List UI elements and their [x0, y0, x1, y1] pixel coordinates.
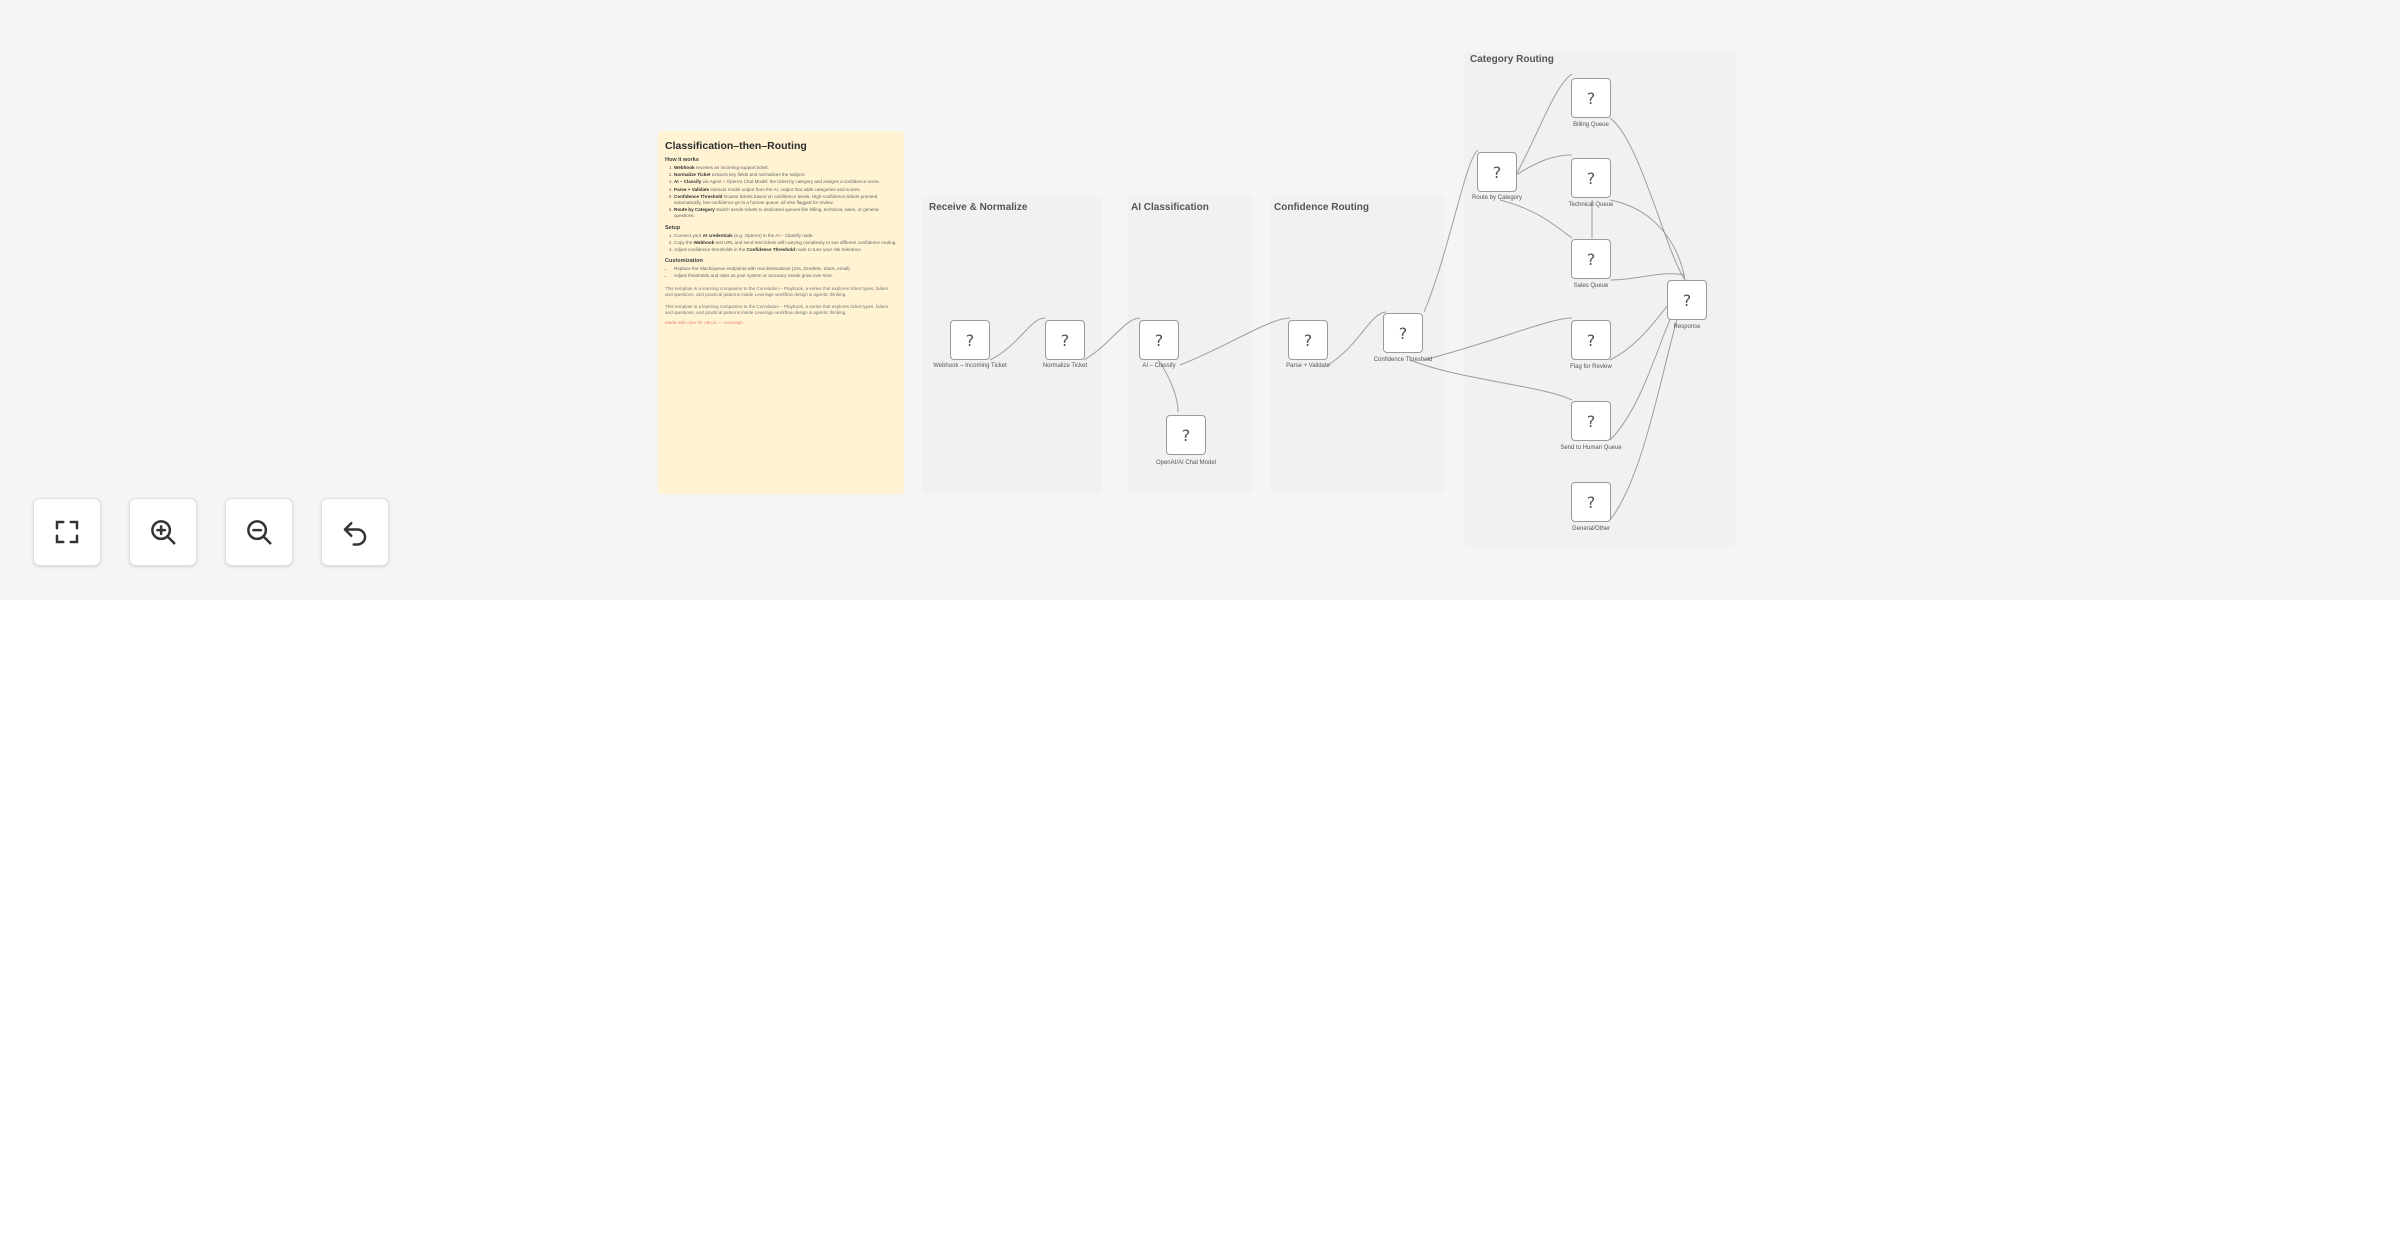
node-ai-classify[interactable]: ?	[1139, 320, 1179, 360]
node-general-other[interactable]: ?	[1571, 482, 1611, 522]
unknown-node-icon: ?	[1181, 425, 1191, 445]
node-human-label: Send to Human Queue	[1560, 445, 1622, 451]
node-chat-model[interactable]: ?	[1166, 415, 1206, 455]
note-how-item: Webhook receives an incoming support tic…	[674, 165, 897, 171]
note-paragraph: This template is a learning companion to…	[665, 285, 889, 297]
node-response[interactable]: ?	[1667, 280, 1707, 320]
node-normalize-label: Normalize Ticket	[1042, 363, 1088, 369]
note-custom-heading: Customization	[665, 258, 703, 265]
note-how-item: Confidence Threshold Routes tickets base…	[674, 194, 897, 206]
group-category-label: Category Routing	[1470, 54, 1554, 65]
unknown-node-icon: ?	[1586, 492, 1596, 512]
undo-icon	[343, 522, 367, 546]
node-parse-validate[interactable]: ?	[1288, 320, 1328, 360]
note-how-item: AI – Classify via Agent + OpenAI Chat Mo…	[674, 179, 897, 185]
node-general-label: General/Other	[1571, 526, 1611, 532]
node-webhook-label: Webhook – Incoming Ticket	[933, 363, 1007, 369]
node-sales-label: Sales Queue	[1573, 283, 1609, 289]
group-confidence-label: Confidence Routing	[1274, 202, 1369, 213]
unknown-node-icon: ?	[1398, 323, 1408, 343]
note-setup-item: Copy the Webhook test URL and send test …	[674, 240, 897, 246]
node-parse-label: Parse + Validate	[1286, 363, 1330, 369]
unknown-node-icon: ?	[1682, 290, 1692, 310]
note-setup-heading: Setup	[665, 224, 681, 231]
node-billing-queue[interactable]: ?	[1571, 78, 1611, 118]
unknown-node-icon: ?	[1154, 330, 1164, 350]
unknown-node-icon: ?	[1586, 411, 1596, 431]
unknown-node-icon: ?	[1586, 330, 1596, 350]
note-how-heading: How it works	[665, 157, 699, 163]
node-sales-queue[interactable]: ?	[1571, 239, 1611, 279]
zoom-in-button[interactable]	[129, 498, 197, 566]
workflow-canvas[interactable]: Classification–then–Routing How it works…	[0, 0, 2400, 600]
node-billing-label: Billing Queue	[1573, 122, 1609, 128]
node-ai-classify-label: AI – Classify	[1142, 363, 1176, 369]
note-setup-list: Connect your AI credentials (e.g. OpenAI…	[665, 233, 897, 254]
node-human-queue[interactable]: ?	[1571, 401, 1611, 441]
unknown-node-icon: ?	[1586, 249, 1596, 269]
unknown-node-icon: ?	[965, 330, 975, 350]
zoom-in-icon	[151, 520, 176, 545]
note-how-item: Parse + Validate extracts model output f…	[674, 187, 897, 193]
zoom-out-icon	[247, 520, 272, 545]
fullscreen-icon	[55, 520, 79, 544]
node-threshold-label: Confidence Threshold	[1373, 357, 1433, 363]
note-credit: Made with care for n8n.io — Leverage	[665, 320, 743, 326]
note-how-item: Normalize Ticket extracts key fields and…	[674, 172, 897, 178]
note-how-list: Webhook receives an incoming support tic…	[665, 165, 897, 220]
note-setup-item: Adjust confidence thresholds in the Conf…	[674, 247, 897, 253]
note-custom-list: Replace the Slack/queue endpoints with r…	[665, 266, 897, 279]
node-normalize-ticket[interactable]: ?	[1045, 320, 1085, 360]
node-response-label: Response	[1673, 324, 1701, 330]
node-confidence-threshold[interactable]: ?	[1383, 313, 1423, 353]
note-custom-item: Adjust thresholds and rules as your syst…	[674, 273, 897, 279]
node-technical-label: Technical Queue	[1568, 202, 1614, 208]
node-technical-queue[interactable]: ?	[1571, 158, 1611, 198]
note-custom-item: Replace the Slack/queue endpoints with r…	[674, 266, 897, 272]
unknown-node-icon: ?	[1303, 330, 1313, 350]
node-chat-model-label: OpenAI/AI Chat Model	[1155, 460, 1217, 466]
unknown-node-icon: ?	[1586, 168, 1596, 188]
fit-view-button[interactable]	[33, 498, 101, 566]
node-webhook[interactable]: ?	[950, 320, 990, 360]
note-setup-item: Connect your AI credentials (e.g. OpenAI…	[674, 233, 897, 239]
node-flag-label: Flag for Review	[1570, 364, 1612, 370]
unknown-node-icon: ?	[1586, 88, 1596, 108]
sticky-note[interactable]: Classification–then–Routing How it works…	[658, 131, 904, 494]
unknown-node-icon: ?	[1060, 330, 1070, 350]
group-ai-label: AI Classification	[1131, 202, 1209, 213]
node-route-by-category[interactable]: ?	[1477, 152, 1517, 192]
reset-zoom-button[interactable]	[321, 498, 389, 566]
note-how-item: Route by Category Switch sends tickets t…	[674, 207, 897, 219]
note-title: Classification–then–Routing	[665, 140, 807, 152]
group-receive-label: Receive & Normalize	[929, 202, 1028, 213]
note-paragraph: This template is a learning companion to…	[665, 304, 889, 316]
node-route-label: Route by Category	[1471, 195, 1523, 201]
unknown-node-icon: ?	[1492, 162, 1502, 182]
node-flag-review[interactable]: ?	[1571, 320, 1611, 360]
zoom-out-button[interactable]	[225, 498, 293, 566]
